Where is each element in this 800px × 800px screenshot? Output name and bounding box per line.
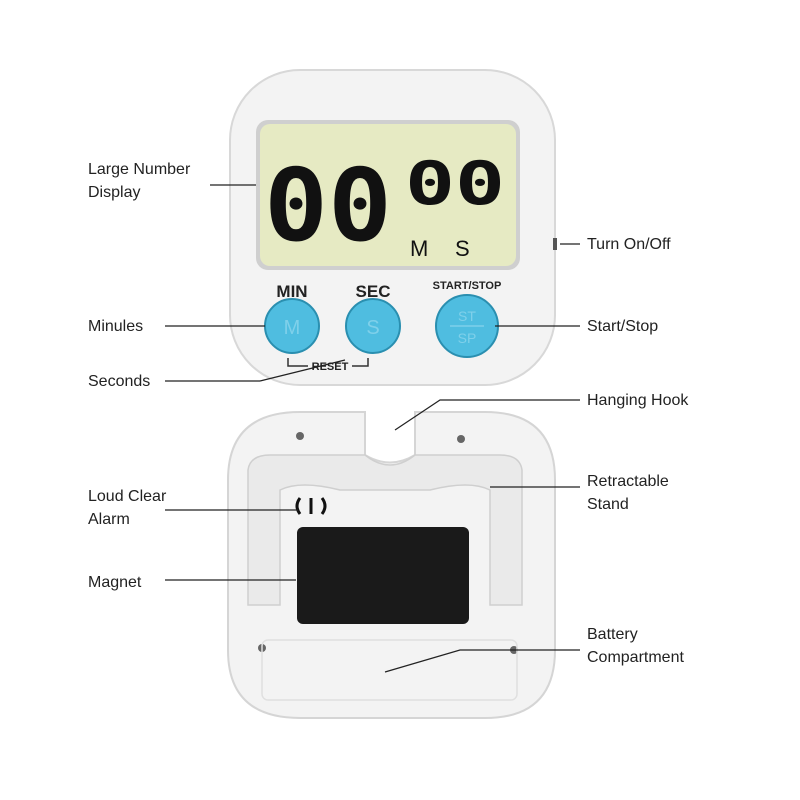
magnet	[297, 527, 469, 624]
callout-magnet: Magnet	[88, 574, 142, 591]
callout-turn-on-off: Turn On/Off	[587, 236, 671, 253]
sec-unit: S	[455, 236, 470, 261]
callout-text: Loud Clear	[88, 488, 167, 505]
callout-start-stop: Start/Stop	[587, 318, 659, 335]
start-stop-button[interactable]: ST SP	[435, 294, 499, 358]
callout-text: Display	[88, 184, 141, 201]
alarm-speaker	[295, 497, 327, 515]
callout-text: Large Number	[88, 161, 191, 178]
callout-large-display: Large Number Display	[88, 158, 190, 204]
callout-lines	[165, 184, 580, 673]
seconds-digits: 00	[405, 149, 505, 219]
callout-text: Alarm	[88, 511, 130, 528]
retractable-stand[interactable]	[247, 454, 523, 606]
reset-label: RESET	[312, 361, 349, 373]
start-stop-caption: START/STOP	[433, 280, 502, 292]
callout-minutes: Minules	[88, 318, 144, 335]
svg-text:S: S	[366, 317, 379, 339]
sec-button[interactable]: S	[345, 298, 401, 354]
power-switch[interactable]	[553, 238, 557, 250]
battery-compartment[interactable]	[261, 639, 518, 701]
lcd-display	[260, 124, 516, 266]
callout-seconds: Seconds	[88, 373, 151, 390]
min-unit: M	[410, 236, 428, 261]
minutes-digits: 00	[264, 147, 392, 264]
callout-alarm: Loud Clear Alarm	[88, 485, 166, 531]
callout-text: Battery	[587, 626, 638, 643]
callout-text: Retractable	[587, 473, 669, 490]
callout-stand: Retractable Stand	[587, 470, 669, 516]
svg-text:M: M	[284, 317, 301, 339]
sec-caption: SEC	[356, 282, 391, 301]
callout-text: Stand	[587, 496, 629, 513]
svg-text:SP: SP	[458, 330, 477, 346]
callout-text: Compartment	[587, 649, 684, 666]
min-button[interactable]: M	[264, 298, 320, 354]
callout-hanging-hook: Hanging Hook	[587, 392, 689, 409]
timer-back	[227, 411, 556, 719]
min-caption: MIN	[276, 282, 307, 301]
svg-text:ST: ST	[458, 308, 476, 324]
callout-battery: Battery Compartment	[587, 623, 684, 669]
timer-front: 00 00 M S MIN SEC START/STOP M S ST SP R…	[229, 69, 557, 386]
